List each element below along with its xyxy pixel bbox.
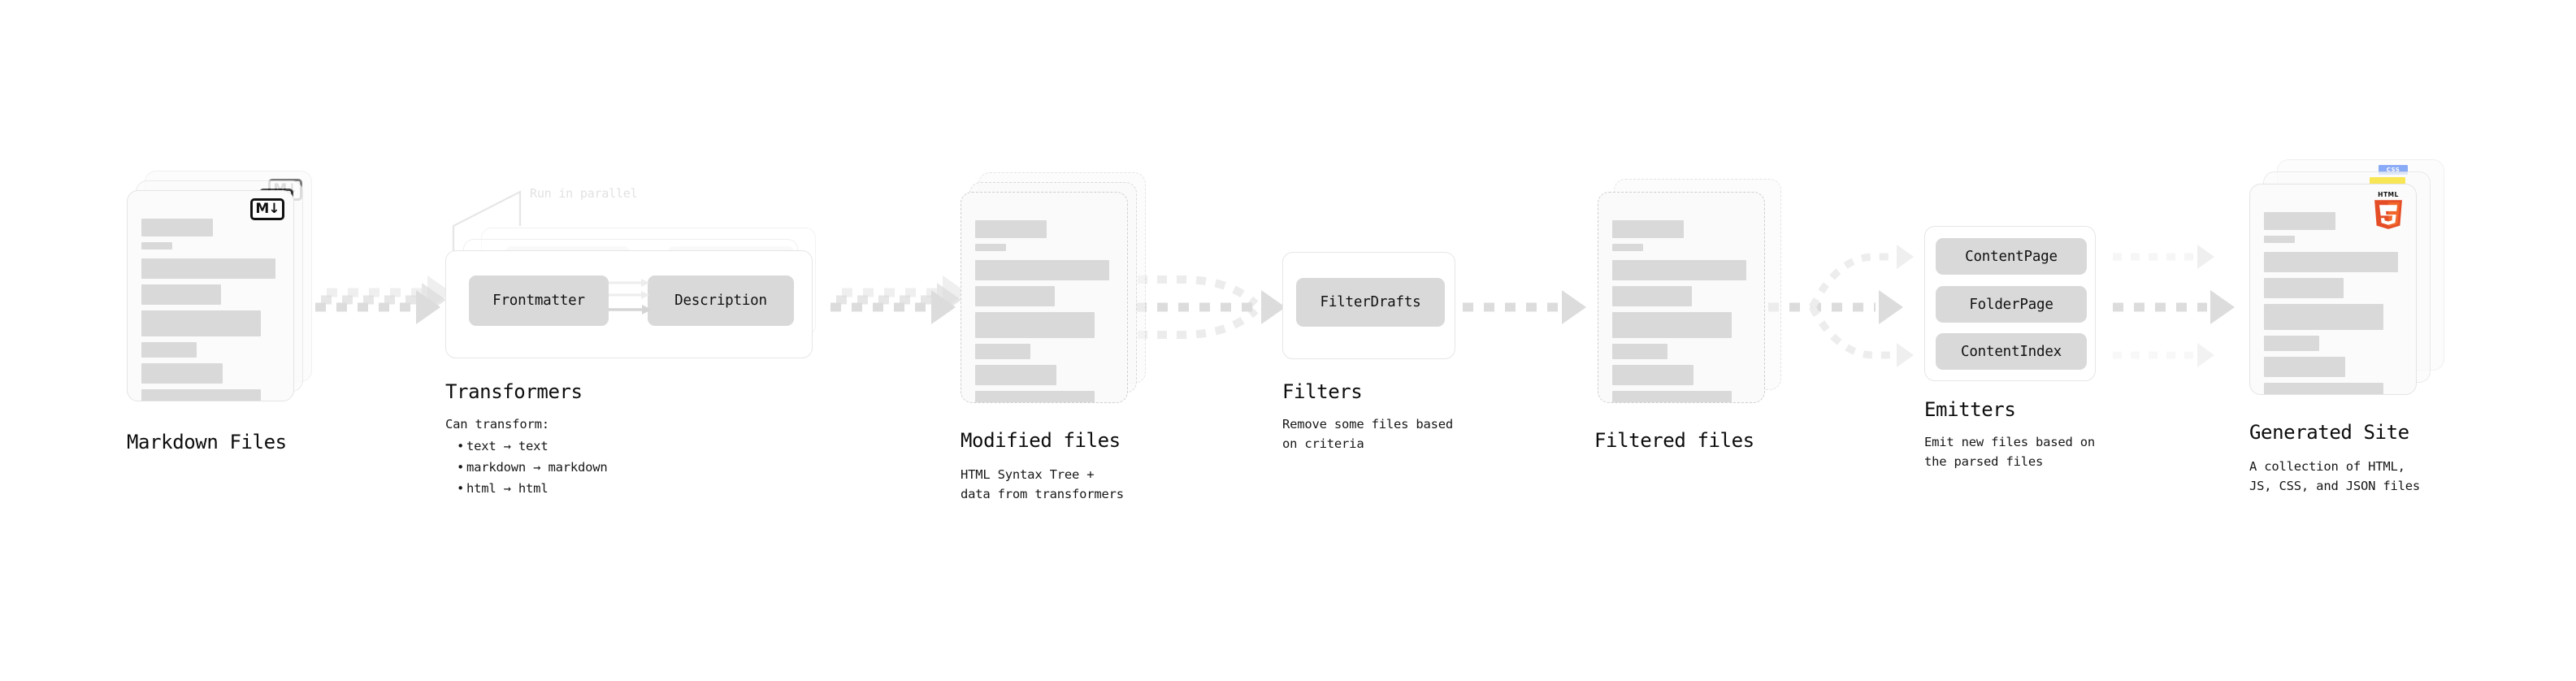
modified-file-card-front[interactable]	[961, 192, 1128, 403]
content-bar	[2264, 212, 2335, 230]
content-bar	[1612, 344, 1667, 359]
content-bar	[975, 312, 1095, 338]
emitters-box[interactable]: ContentPage FolderPage ContentIndex	[1924, 226, 2096, 381]
content-bar	[2264, 383, 2383, 394]
run-in-parallel-leader	[452, 190, 522, 273]
svg-text:HTML: HTML	[2378, 191, 2399, 198]
content-bar	[141, 219, 213, 236]
content-bar	[2264, 252, 2398, 272]
content-bar	[975, 220, 1047, 238]
stage-subtitle-transformers: Can transform:	[445, 417, 549, 432]
content-bar	[2264, 236, 2295, 243]
content-bar	[141, 389, 261, 401]
stage-title-emitters: Emitters	[1924, 398, 2016, 421]
content-bar	[2264, 357, 2345, 377]
content-bar	[975, 286, 1055, 306]
stage-title-modified-files: Modified files	[961, 429, 1121, 452]
run-in-parallel-note: Run in parallel	[530, 186, 638, 201]
content-bar	[975, 244, 1006, 251]
content-bar	[141, 258, 275, 279]
stage-title-transformers: Transformers	[445, 380, 583, 403]
stage-title-markdown-files: Markdown Files	[127, 431, 287, 453]
content-bar	[975, 391, 1095, 402]
generated-site-stack: CSS JS HTML	[2249, 159, 2452, 395]
content-bar	[975, 365, 1056, 385]
arrow-emitters-to-site	[2113, 245, 2235, 367]
transformer-inner-arrows	[609, 279, 652, 314]
modified-files-stack	[961, 172, 1156, 403]
content-bar	[141, 284, 221, 305]
emitter-chip-contentindex[interactable]: ContentIndex	[1936, 333, 2087, 370]
stage-title-generated-site: Generated Site	[2249, 421, 2409, 444]
card-content-bars	[141, 219, 282, 401]
content-bar	[1612, 312, 1732, 338]
markdown-files-stack: M↓ M↓ M↓	[127, 171, 322, 401]
arrow-filters-to-filtered	[1463, 290, 1586, 324]
arrow-transformers-to-modified	[830, 275, 967, 324]
generated-file-card-html[interactable]: HTML	[2249, 184, 2417, 395]
content-bar	[975, 260, 1109, 280]
stage-subtitle-generated-site: A collection of HTML, JS, CSS, and JSON …	[2249, 459, 2421, 493]
content-bar	[1612, 365, 1693, 385]
content-bar	[141, 363, 223, 384]
markdown-file-card-front[interactable]: M↓	[127, 190, 294, 401]
stage-subtitle-emitters: Emit new files based on the parsed files	[1924, 435, 2096, 469]
content-bar	[2264, 278, 2344, 298]
filtered-file-card-front[interactable]	[1598, 192, 1765, 403]
arrow-filtered-to-emitters	[1768, 245, 1914, 367]
list-item: text → text	[455, 436, 608, 457]
card-content-bars	[2264, 212, 2405, 394]
transformer-chip-frontmatter[interactable]: Frontmatter	[469, 275, 609, 326]
content-bar	[141, 342, 197, 358]
transformers-bullet-list: text → text markdown → markdown html → h…	[455, 436, 608, 499]
content-bar	[141, 310, 261, 336]
stage-subtitle-modified-files: HTML Syntax Tree + data from transformer…	[961, 467, 1124, 501]
content-bar	[141, 242, 172, 249]
content-bar	[1612, 244, 1643, 251]
emitter-chip-folderpage[interactable]: FolderPage	[1936, 286, 2087, 323]
arrow-markdown-to-transformers	[315, 275, 452, 324]
content-bar	[1612, 391, 1732, 402]
content-bar	[1612, 220, 1684, 238]
stage-title-filtered-files: Filtered files	[1594, 429, 1754, 452]
markdown-icon: M↓	[250, 198, 284, 220]
card-content-bars	[1612, 220, 1753, 402]
content-bar	[1612, 286, 1692, 306]
content-bar	[2264, 304, 2383, 330]
content-bar	[2264, 336, 2319, 351]
stage-subtitle-filters: Remove some files based on criteria	[1282, 417, 1454, 451]
list-item: markdown → markdown	[455, 457, 608, 478]
content-bar	[975, 344, 1030, 359]
emitter-chip-contentpage[interactable]: ContentPage	[1936, 238, 2087, 275]
filtered-files-stack	[1598, 179, 1793, 406]
filter-chip-filterdrafts[interactable]: FilterDrafts	[1296, 278, 1445, 327]
arrow-modified-to-filters	[1136, 275, 1286, 339]
html5-icon: HTML	[2374, 191, 2402, 229]
content-bar	[1612, 260, 1746, 280]
transformers-stack: Frontmatter Description	[445, 228, 835, 358]
filters-box[interactable]: FilterDrafts	[1282, 252, 1455, 359]
transformers-box-front[interactable]: Frontmatter Description	[445, 250, 813, 358]
stage-title-filters: Filters	[1282, 380, 1363, 403]
card-content-bars	[975, 220, 1116, 402]
list-item: html → html	[455, 478, 608, 499]
transformer-chip-description[interactable]: Description	[648, 275, 794, 326]
